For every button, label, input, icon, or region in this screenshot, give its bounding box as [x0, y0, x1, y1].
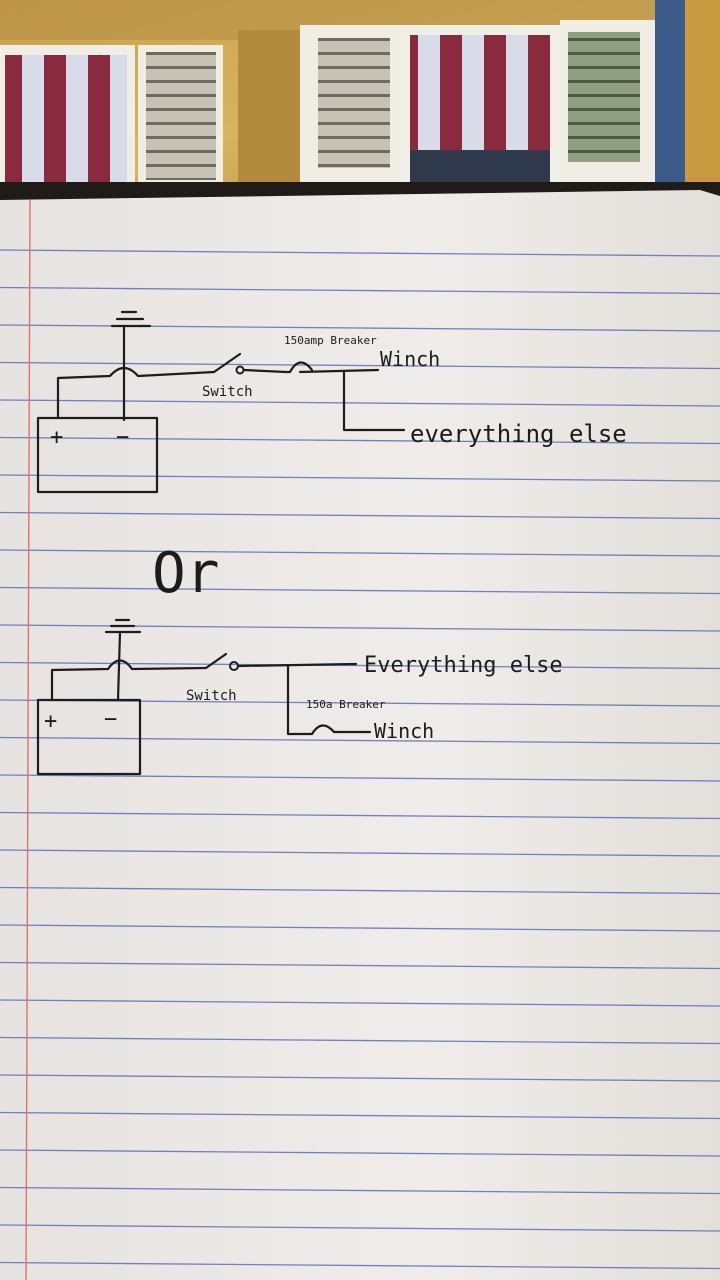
switch-label: Switch	[186, 688, 237, 704]
ruled-line	[0, 849, 720, 857]
battery-icon	[36, 698, 142, 776]
branch-wire	[286, 664, 372, 736]
ruled-line	[0, 549, 720, 557]
battery-plus: +	[44, 709, 57, 734]
ruled-line	[0, 1074, 720, 1082]
breaker-label: 150a Breaker	[306, 698, 386, 711]
positive-wire	[56, 366, 216, 420]
breaker-label: 150amp Breaker	[284, 334, 377, 347]
ruled-line	[0, 1111, 720, 1120]
ruled-lines	[0, 249, 720, 1270]
ruled-line	[0, 286, 720, 295]
ruled-line	[0, 886, 720, 895]
ruled-line	[0, 811, 720, 820]
or-separator: Or	[152, 541, 219, 606]
everything-else-label: Everything else	[364, 653, 563, 678]
ruled-line	[0, 361, 720, 370]
ruled-line	[0, 1149, 720, 1157]
everything-else-label: everything else	[410, 420, 627, 448]
ground-wire	[116, 630, 122, 702]
ruled-line	[0, 736, 720, 745]
ruled-line	[0, 999, 720, 1007]
battery-minus: −	[104, 707, 117, 732]
ruled-line	[0, 474, 720, 482]
ruled-line	[0, 1261, 720, 1270]
background-painting	[0, 0, 720, 200]
ruled-line	[0, 436, 720, 445]
breaker-icon	[284, 361, 314, 374]
ruled-line	[0, 1036, 720, 1045]
ruled-line	[0, 924, 720, 932]
notebook-paper	[0, 190, 720, 1280]
winch-label: Winch	[380, 347, 440, 371]
ground-icon	[104, 618, 142, 634]
ruled-line	[0, 511, 720, 520]
ruled-line	[0, 1186, 720, 1195]
branch-wire	[342, 370, 406, 432]
ruled-line	[0, 249, 720, 257]
diagram-bottom: + − Switch Everything else 150a Breaker …	[36, 618, 563, 776]
battery-plus: +	[50, 425, 63, 450]
margin-line	[25, 199, 31, 1280]
ruled-line	[0, 961, 720, 970]
winch-label: Winch	[374, 719, 434, 743]
ruled-line	[0, 774, 720, 782]
ruled-line	[0, 586, 720, 595]
battery-icon	[36, 416, 159, 494]
positive-wire	[50, 659, 208, 702]
switch-label: Switch	[202, 384, 253, 400]
diagram-top: + − Switch 150amp Breaker Winch everythi…	[36, 310, 627, 494]
battery-minus: −	[116, 425, 129, 450]
ground-icon	[110, 310, 152, 328]
ruled-line	[0, 1224, 720, 1232]
ruled-line	[0, 399, 720, 407]
